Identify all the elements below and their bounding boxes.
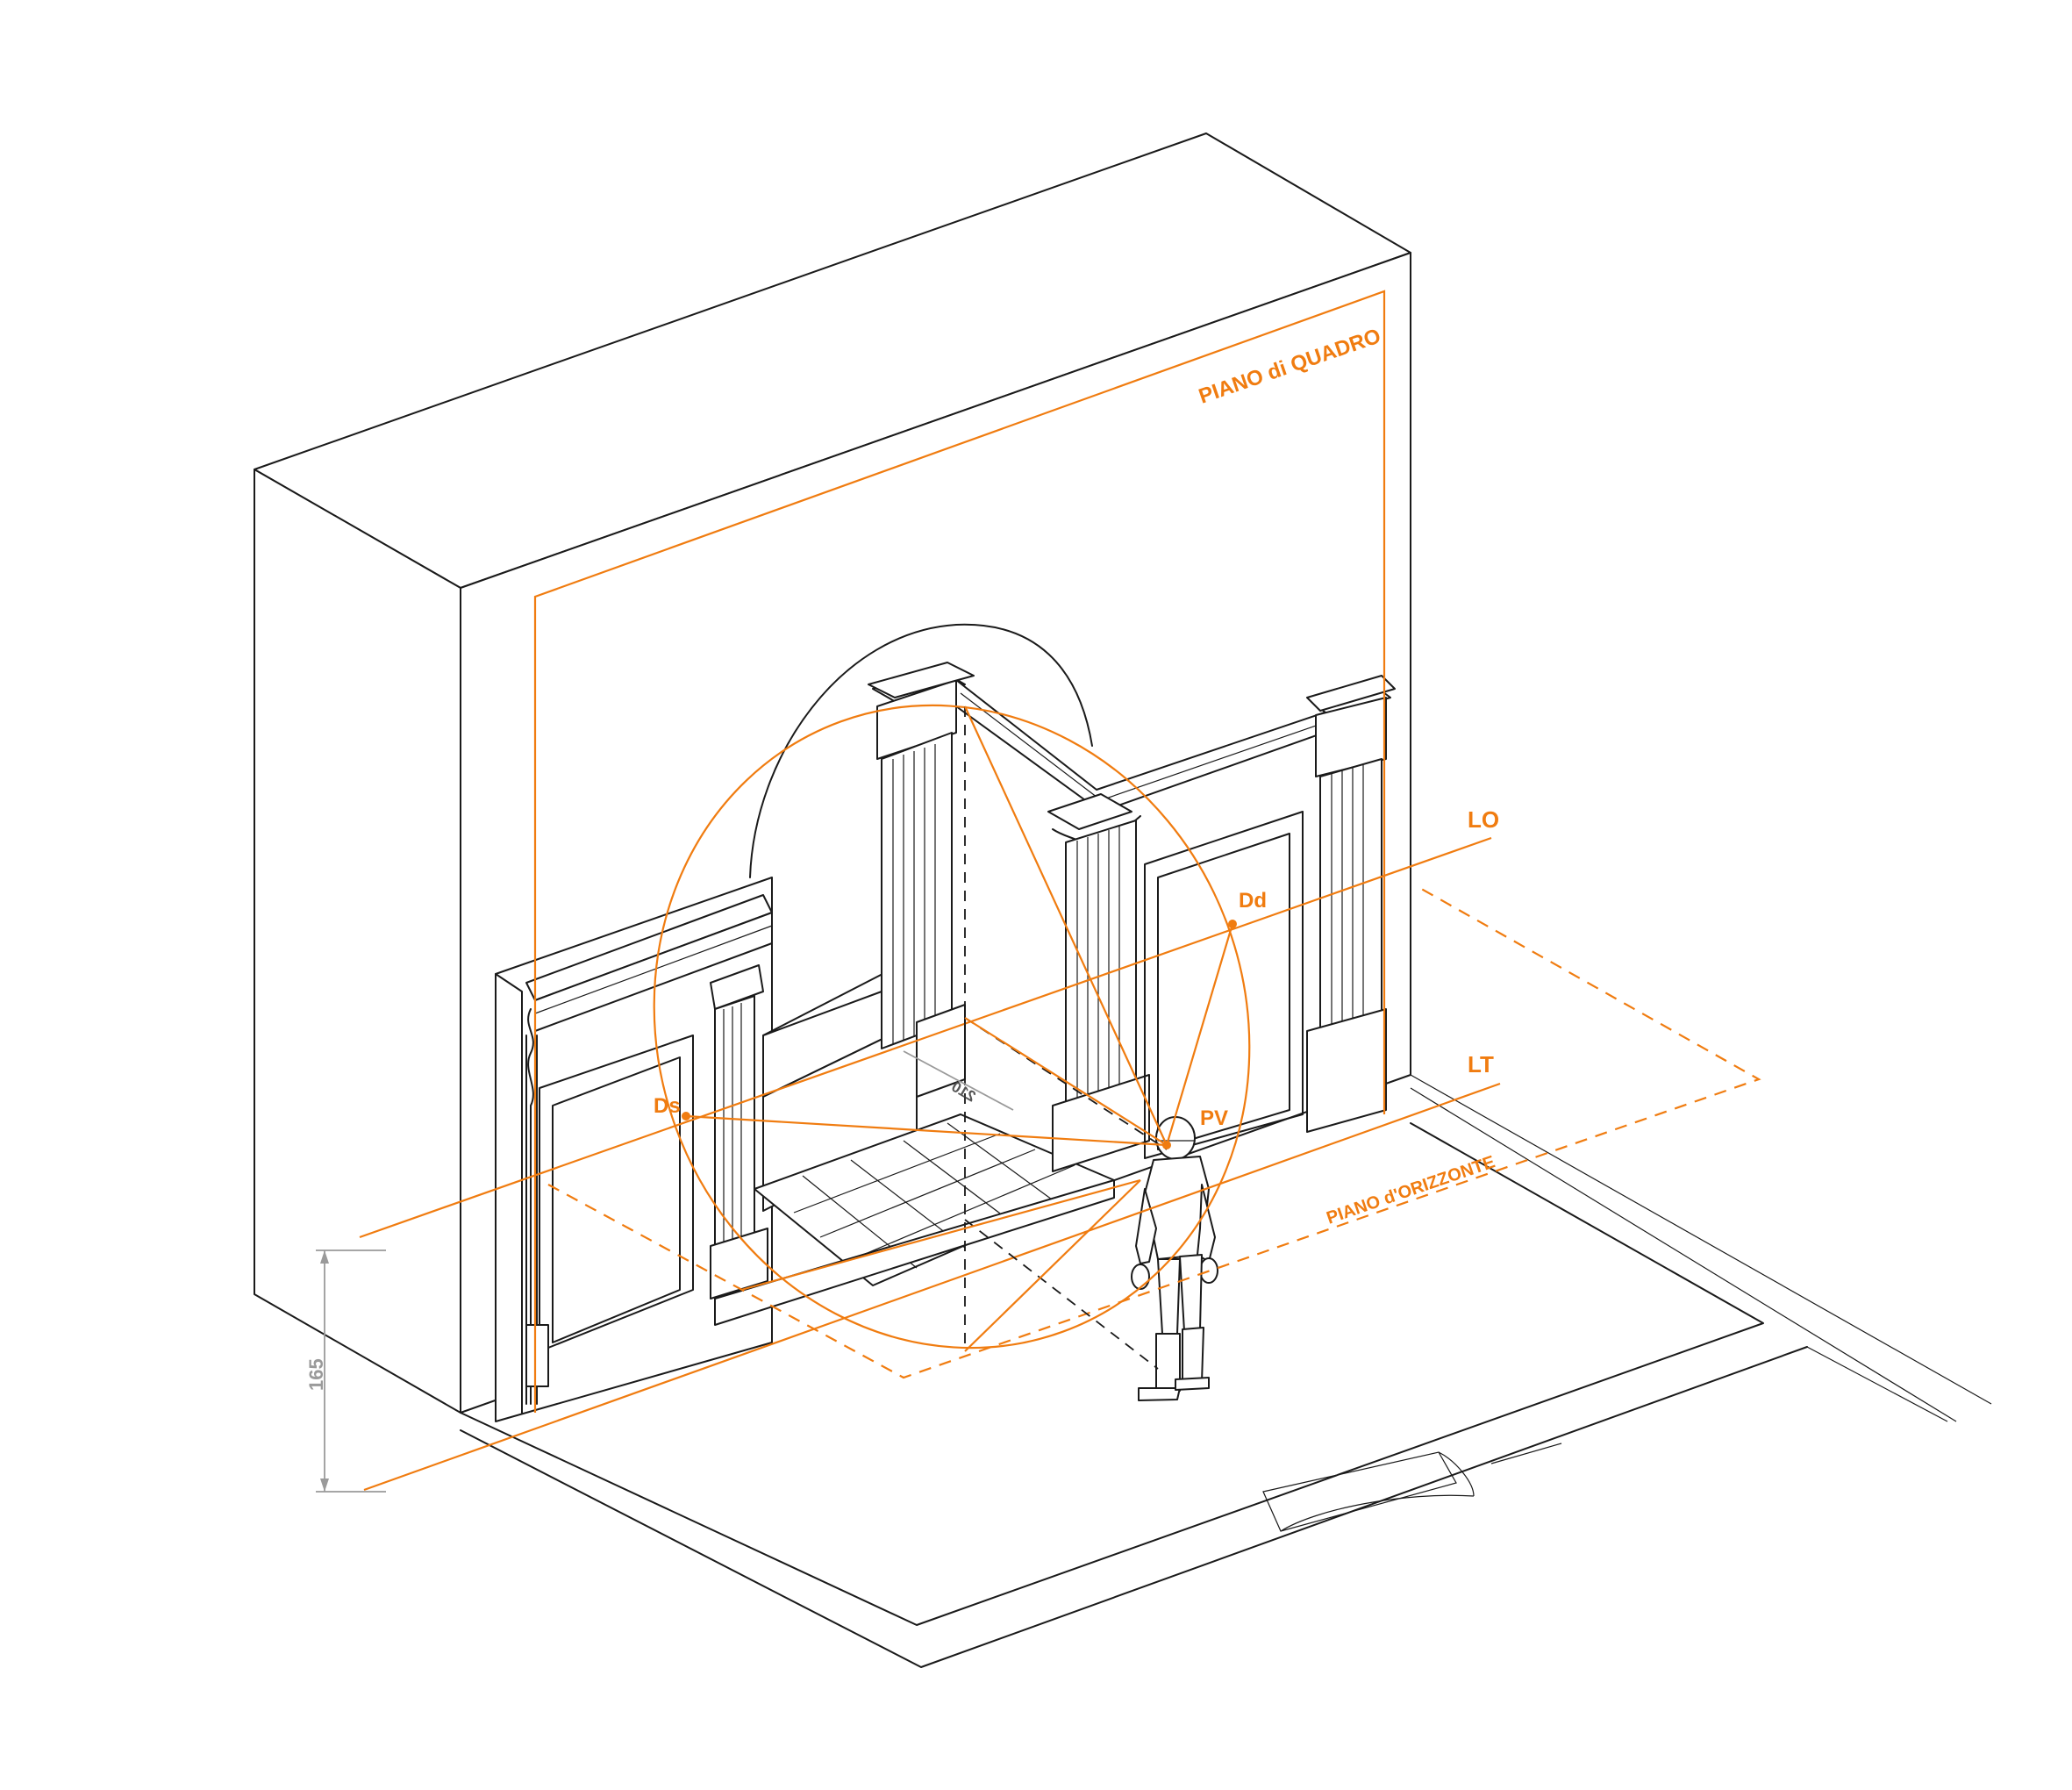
label-ds: Ds xyxy=(654,1094,681,1118)
point-dd xyxy=(1228,920,1237,928)
tile-floor xyxy=(714,1113,1115,1326)
height-dimension: 165 xyxy=(305,1249,386,1493)
left-pilaster xyxy=(710,964,768,1300)
far-right-pilaster xyxy=(1306,684,1391,1133)
line-lo xyxy=(359,836,1492,1239)
line-lt xyxy=(363,1082,1501,1492)
horizon-plane-outline xyxy=(547,885,1761,1379)
point-pv xyxy=(1162,1141,1171,1149)
distance-circle xyxy=(653,704,1251,1350)
human-figure xyxy=(1131,1116,1218,1401)
dimension-height-label: 165 xyxy=(305,1358,327,1391)
label-pv: PV xyxy=(1200,1106,1228,1130)
central-pilaster-left xyxy=(872,666,966,1098)
label-dd: Dd xyxy=(1239,889,1267,913)
portal-structure xyxy=(495,623,1396,1422)
point-ds xyxy=(682,1112,690,1121)
label-lt: LT xyxy=(1468,1051,1494,1078)
right-fluted-pilaster xyxy=(1047,793,1150,1172)
picture-plane-outline xyxy=(533,290,1386,1413)
stage-floor xyxy=(460,1074,1992,1668)
label-lo: LO xyxy=(1468,806,1499,833)
label-piano-orizzonte: PIANO d'ORIZZONTE xyxy=(1324,1152,1497,1228)
construction-lines xyxy=(359,290,1761,1492)
